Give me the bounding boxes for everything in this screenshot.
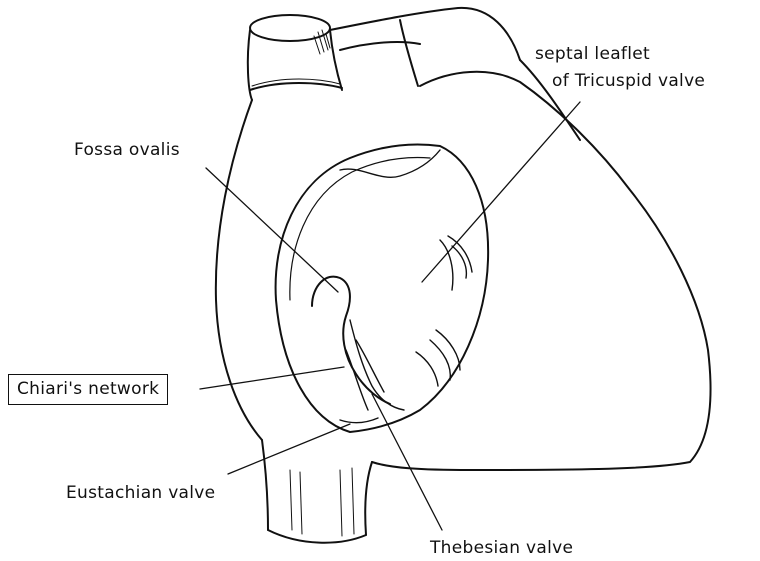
label-chiari-network: Chiari's network (8, 374, 168, 405)
pointer-eustachian-valve (228, 424, 350, 474)
inferior-vena-cava (262, 440, 372, 543)
heart-outline (372, 72, 711, 470)
label-septal-leaflet-line2: of Tricuspid valve (552, 71, 705, 91)
pointer-chiari-network (200, 367, 344, 389)
label-septal-leaflet-line1: septal leaflet (535, 44, 650, 64)
superior-vena-cava (248, 15, 342, 100)
pointer-fossa-ovalis (206, 168, 338, 292)
fossa-ovalis-shape (312, 277, 390, 404)
valve-structures (340, 320, 404, 423)
atrium-left-wall (216, 100, 262, 440)
tricuspid-septal-leaflet (416, 236, 472, 386)
label-fossa-ovalis: Fossa ovalis (74, 140, 180, 160)
pointer-septal-leaflet (422, 102, 580, 282)
label-eustachian-valve: Eustachian valve (66, 483, 215, 503)
pointer-thebesian-valve (372, 394, 442, 530)
label-thebesian-valve: Thebesian valve (430, 538, 573, 558)
